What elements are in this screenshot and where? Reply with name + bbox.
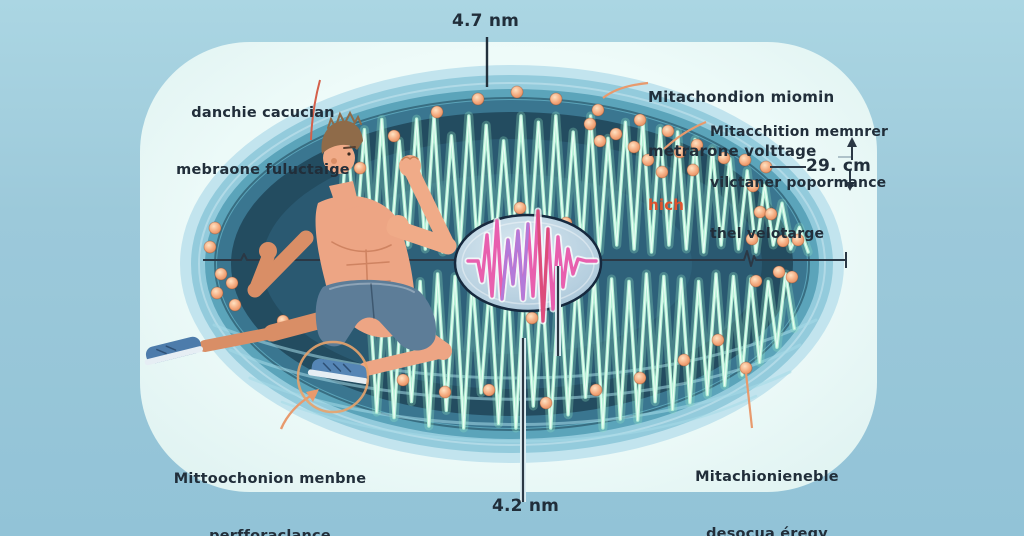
granule-dot (589, 383, 603, 397)
granule-dot (539, 396, 553, 410)
leader-bottom-left (279, 393, 313, 430)
label-br-line1: Mitachionieneble (695, 469, 839, 485)
granule-dot (225, 276, 239, 290)
granule-dot (609, 127, 623, 141)
label-bl-line1: Mittoochonion menbne (173, 471, 367, 487)
granule-dot (791, 233, 805, 247)
label-trs-line1: Mitacchition memnrer (710, 124, 889, 140)
granule-dot (711, 333, 725, 347)
granule-dot (583, 117, 597, 131)
back-shoe (144, 336, 204, 366)
pulse-waveform (464, 207, 600, 325)
granule-dot (677, 353, 691, 367)
leader-top-right-primary (602, 81, 649, 99)
granule-dot (686, 163, 700, 177)
label-top-right-secondary: Mitacchition memnrer vilctaner popormanc… (710, 90, 888, 277)
granule-dot (717, 151, 731, 165)
baseline-trace (203, 250, 847, 268)
granule-dot (785, 270, 799, 284)
granule-dot (203, 240, 217, 254)
granule-dot (673, 145, 687, 159)
leader-bottom-right (744, 372, 754, 429)
runner (144, 110, 457, 385)
leader-top-right-secondary (663, 120, 707, 150)
granule-dot (482, 383, 496, 397)
label-br-line2: desocua éregy (706, 526, 828, 536)
granule-dot (591, 103, 605, 117)
granule-dot (738, 153, 752, 167)
measure-lines (485, 37, 857, 502)
granule-dot (471, 92, 485, 106)
granule-dot (749, 274, 763, 288)
granule-dot (387, 129, 401, 143)
shoe-highlight-circle (296, 340, 370, 414)
granule-dot (745, 232, 759, 246)
label-trp-line2: metrarone volttage (648, 142, 817, 160)
granule-dot (438, 385, 452, 399)
measurement-right: 29. cm (806, 156, 872, 176)
granule-dot (513, 201, 527, 215)
granule-dot (690, 138, 704, 152)
granule-dot (210, 286, 224, 300)
leader-lines (279, 79, 754, 430)
measurement-top: 4.7 nm (452, 11, 520, 31)
label-top-left: danchie cacucian mebraone fuluctaige (163, 66, 363, 218)
label-top-right-primary: Mitachondion miomin metrarone volttage h… (648, 52, 834, 250)
label-trs-line2: vilctaner popormance (710, 175, 887, 191)
granule-dot (633, 371, 647, 385)
front-shoe (307, 358, 369, 385)
granule-dot (641, 153, 655, 167)
granule-dot (549, 92, 563, 106)
granule-dot (593, 134, 607, 148)
granule-dot (739, 361, 753, 375)
granule-dot (633, 113, 647, 127)
label-trp-line1: Mitachondion miomin (648, 88, 835, 106)
granule-dot (510, 85, 524, 99)
granule-dot (746, 179, 760, 193)
label-trp-highlight: hich (648, 196, 685, 214)
granule-dot (396, 373, 410, 387)
granule-dot (627, 140, 641, 154)
granule-dot (353, 161, 367, 175)
measurement-bottom: 4.2 nm (492, 496, 560, 516)
leader-top-left (310, 79, 321, 141)
granule-dot (525, 311, 539, 325)
granule-dot (430, 105, 444, 119)
granule-dot (776, 234, 790, 248)
label-bl-line2: perfforaclançe (209, 528, 331, 536)
granule-dot (764, 207, 778, 221)
granule-dot (208, 221, 222, 235)
label-trs-line3: thel velotarge (710, 226, 825, 242)
label-bottom-right: Mitachionieneble desocua éregy (667, 430, 867, 536)
granule-dot (655, 165, 669, 179)
granule-dot (661, 124, 675, 138)
granule-dot (214, 267, 228, 281)
granule-dot (772, 265, 786, 279)
label-top-left-line1: danchie cacucian (191, 105, 335, 121)
granule-dot (228, 298, 242, 312)
label-top-left-line2: mebraone fuluctaige (176, 162, 350, 178)
label-bottom-left: Mittoochonion menbne perfforaclançe (170, 432, 370, 536)
